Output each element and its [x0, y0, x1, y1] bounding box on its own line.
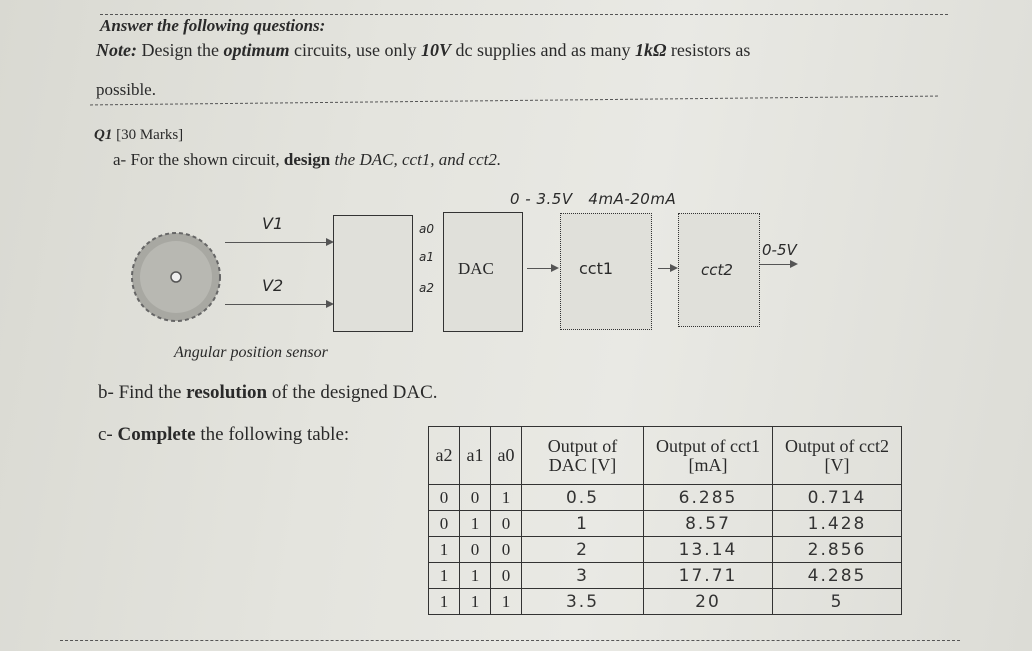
- cct2-label: cct2: [701, 261, 733, 279]
- dac-arrow: [527, 264, 559, 272]
- note-line-2: possible.: [96, 80, 156, 99]
- cct1-label: cct1: [579, 259, 614, 278]
- note-line: Note: Design the optimum circuits, use o…: [96, 40, 751, 60]
- header-cct1-output: Output of cct1 [mA]: [643, 426, 773, 485]
- v1-arrow: [225, 238, 334, 246]
- cct2-block: cct2: [678, 213, 760, 327]
- range-label: 0 - 3.5V 4mA-20mA: [510, 190, 677, 208]
- question-label: Q1 [30 Marks]: [94, 127, 184, 143]
- section-title: Answer the following questions:: [100, 16, 326, 35]
- v2-arrow: [225, 300, 334, 308]
- a0-label: a0: [419, 222, 434, 236]
- dac-block: DAC: [443, 212, 523, 332]
- header-a0: a0: [490, 426, 522, 485]
- header-a1: a1: [459, 426, 491, 485]
- part-b: b- Find the resolution of the designed D…: [98, 382, 438, 403]
- v2-label: V2: [262, 276, 284, 295]
- header-dac-output: Output of DAC [V]: [521, 426, 644, 485]
- a1-label: a1: [419, 250, 434, 264]
- note-label: Note:: [96, 40, 137, 60]
- part-c: c- Complete the following table:: [98, 424, 350, 445]
- header-cct2-output: Output of cct2 [V]: [772, 426, 902, 485]
- header-rule: [90, 95, 938, 106]
- gear-icon: [131, 232, 221, 322]
- truth-table: a2 a1 a0 Output of DAC [V] Output of cct…: [428, 426, 902, 615]
- out-range-label: 0-5V: [762, 241, 797, 259]
- v1-label: V1: [262, 214, 284, 233]
- table-header-row: a2 a1 a0 Output of DAC [V] Output of cct…: [428, 426, 902, 485]
- part-a: a- For the shown circuit, design the DAC…: [113, 150, 502, 169]
- header-a2: a2: [428, 426, 460, 485]
- dac-label: DAC: [458, 259, 494, 278]
- encoder-block: [333, 215, 413, 332]
- cct1-arrow: [658, 264, 678, 272]
- sensor-caption: Angular position sensor: [174, 344, 328, 361]
- bottom-rule: [60, 640, 960, 641]
- a2-label: a2: [419, 281, 434, 295]
- out-arrow: [760, 260, 798, 268]
- cct1-block: cct1: [560, 213, 652, 330]
- top-rule: [100, 14, 948, 15]
